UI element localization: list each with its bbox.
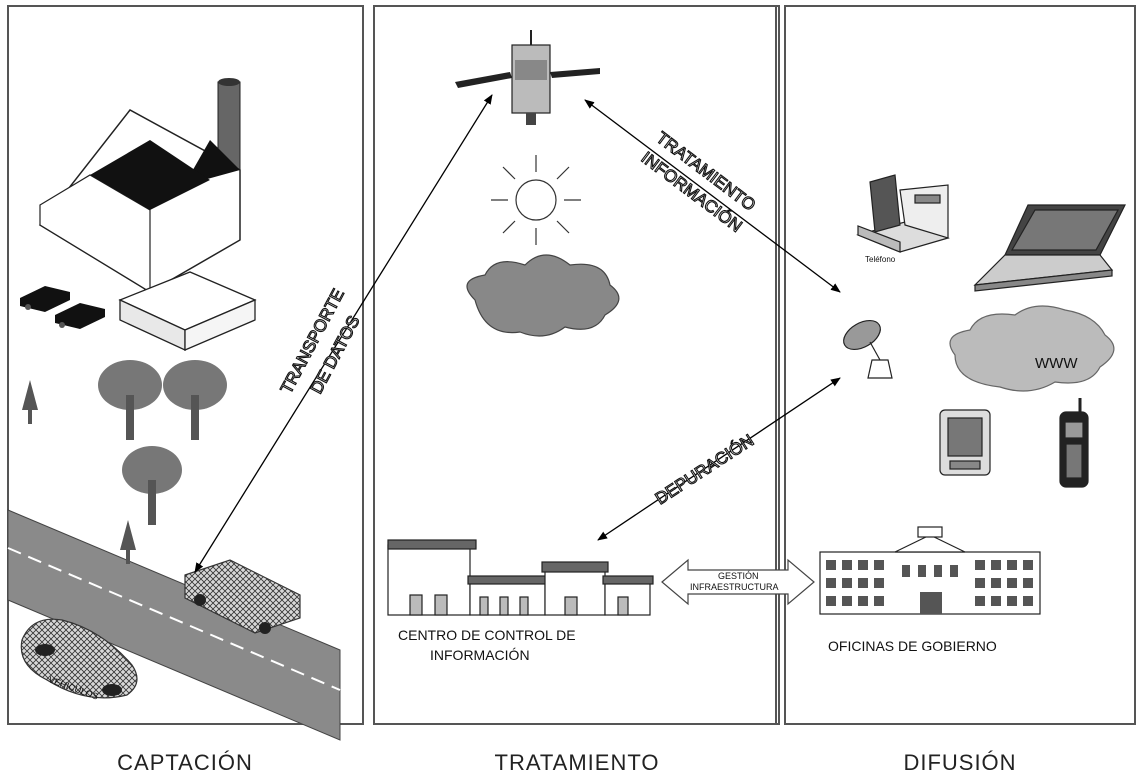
gestion-label-line1: GESTIÓN — [718, 571, 759, 581]
tratamiento-informacion-arrow — [584, 99, 841, 293]
gestion-label-line2: INFRAESTRUCTURA — [690, 582, 779, 592]
internet-cloud-icon — [949, 305, 1115, 392]
laptop-icon — [973, 204, 1126, 292]
car-icon — [20, 286, 105, 329]
oficinas-gobierno-label: OFICINAS DE GOBIERNO — [828, 638, 997, 654]
telephone-icon — [856, 174, 950, 253]
www-label: WWW — [1035, 355, 1078, 372]
tratamiento-panel — [373, 5, 780, 725]
centro-control-label-line1: CENTRO DE CONTROL DE — [398, 627, 576, 643]
car-icon — [20, 618, 138, 699]
government-building-icon — [819, 526, 1041, 615]
telefono-label: Teléfono — [865, 255, 896, 264]
gestion-infraestructura-arrow — [661, 558, 815, 606]
mobile-phone-icon — [1059, 398, 1089, 488]
depuracion-arrow — [597, 377, 841, 541]
centro-control-label-line2: INFORMACIÓN — [430, 647, 530, 663]
tratamiento-caption: TRATAMIENTO — [495, 750, 660, 775]
sun-icon — [491, 155, 581, 245]
satellite-icon — [455, 30, 600, 125]
transporte-datos-arrow — [194, 94, 493, 573]
captacion-caption: CAPTACIÓN — [117, 750, 253, 775]
difusion-caption: DIFUSIÓN — [903, 750, 1016, 775]
dish-antenna-icon — [843, 319, 893, 379]
pda-icon — [939, 409, 991, 476]
